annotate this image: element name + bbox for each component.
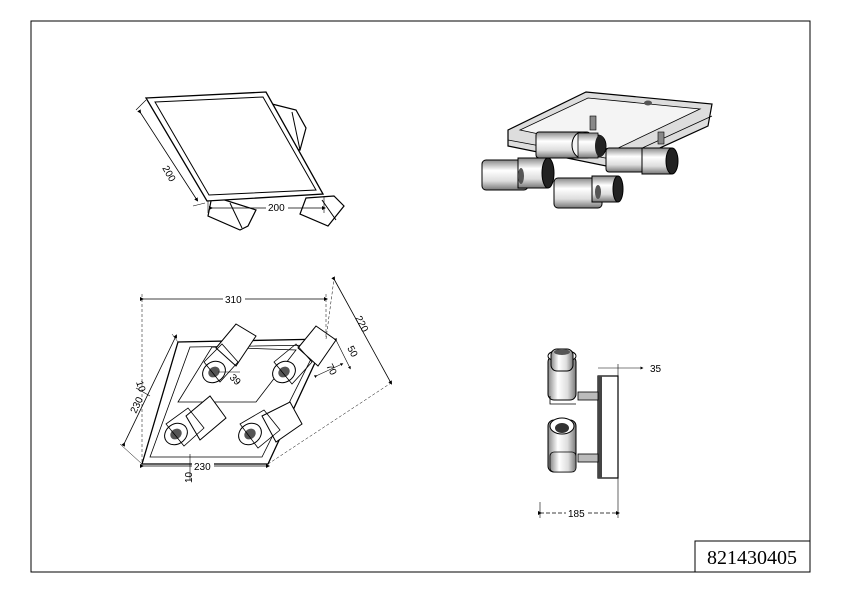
side-view-spot-lower [547, 417, 577, 473]
dim-side-35: 35 [650, 364, 662, 375]
dim-bottom-spot-50: 50 [344, 344, 359, 359]
dim-bottom-left-10: 10 [133, 380, 147, 394]
perspective-view [481, 91, 713, 209]
dim-bottom-base-10: 10 [184, 471, 195, 483]
dim-bottom-diagonal: 220 [352, 314, 370, 334]
part-number: 821430405 [707, 547, 797, 569]
dim-bottom-base-230: 230 [194, 462, 211, 473]
dim-bottom-width: 310 [225, 295, 242, 306]
perspective-spot-1 [535, 131, 607, 159]
bottom-view-spot-bottom-right [238, 401, 303, 449]
side-view: 35 185 [538, 348, 662, 520]
dim-bottom-left-230: 230 [129, 395, 146, 415]
bottom-view-spot-top-right [272, 325, 337, 385]
dim-top-depth: 200 [159, 164, 177, 184]
dim-bottom-spot-70: 70 [323, 362, 338, 377]
dim-top-width: 200 [268, 203, 285, 214]
part-number-box: 821430405 [694, 540, 811, 573]
bottom-view-spot-top-left [202, 323, 257, 384]
perspective-spot-2 [605, 147, 679, 175]
perspective-spot-3 [481, 157, 555, 191]
perspective-spot-4 [553, 175, 624, 209]
side-view-spot-upper [547, 348, 577, 405]
dim-side-185: 185 [568, 509, 585, 520]
top-view-spot-bottom-right [299, 195, 345, 227]
sheet-border [30, 20, 811, 573]
bottom-view: 310 220 50 70 39 10 230 230 10 [119, 276, 392, 483]
top-view: 200 200 [135, 91, 345, 231]
